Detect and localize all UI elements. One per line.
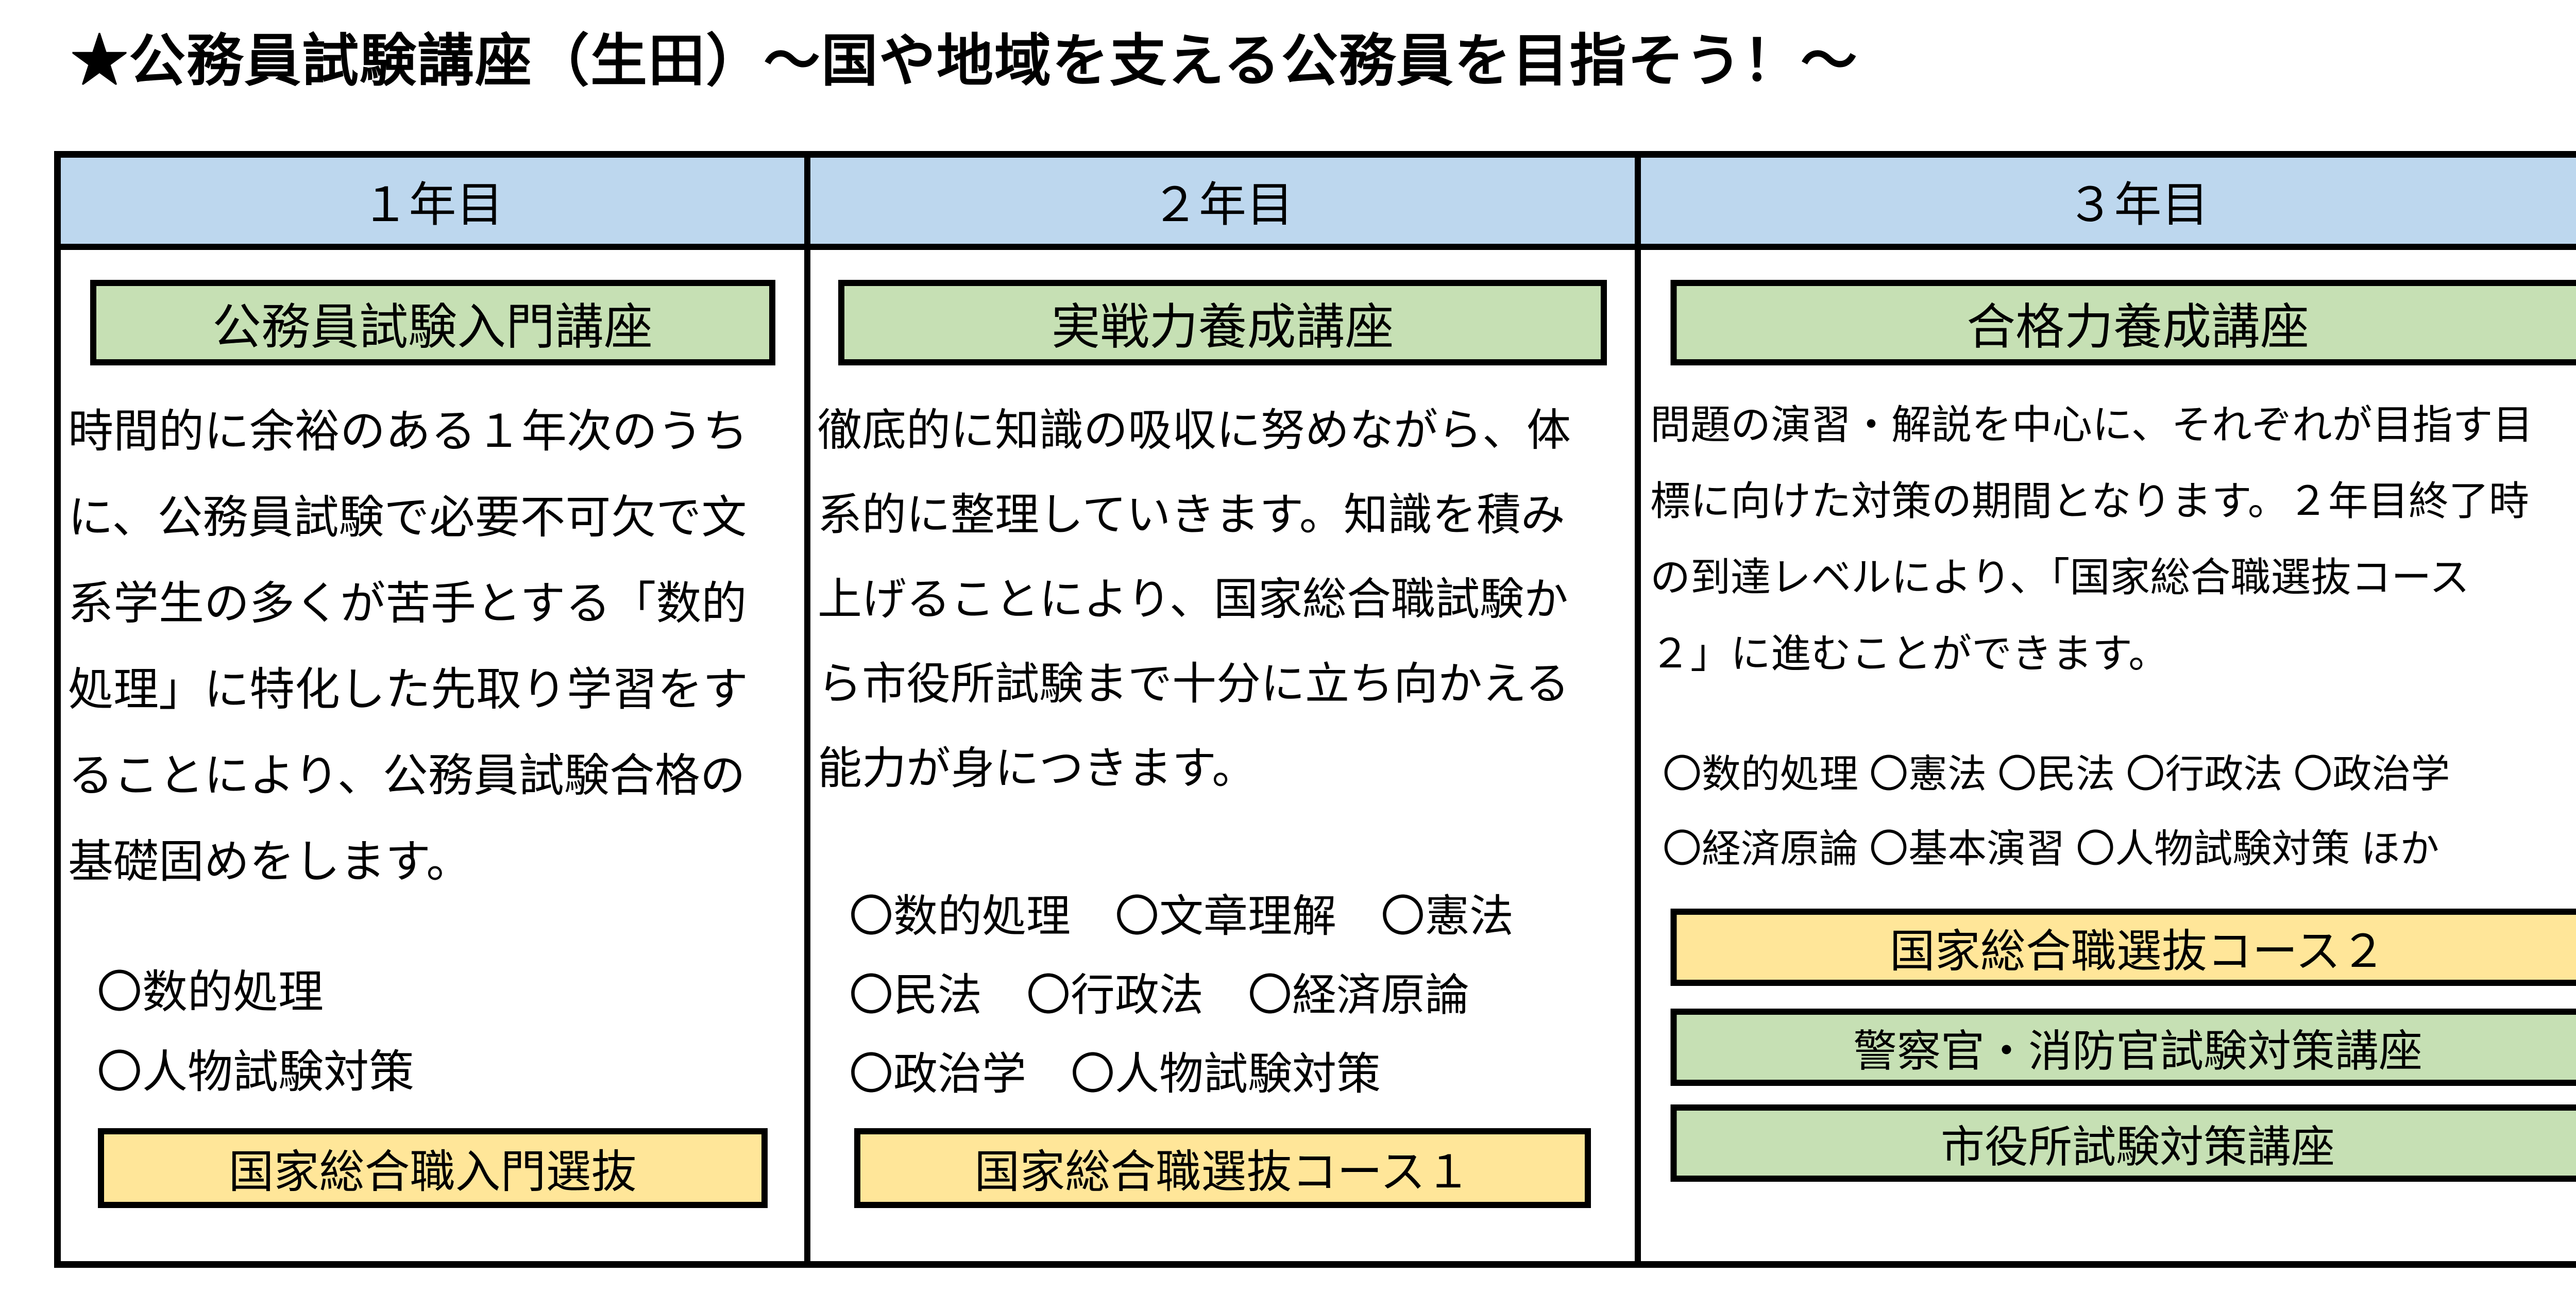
- year3-selection-box: 国家総合職選抜コース２: [1670, 909, 2576, 986]
- year3-course-title-box: 合格力養成講座: [1670, 280, 2576, 365]
- year2-course-title-box: 実戦力養成講座: [838, 280, 1607, 365]
- year2-cell: 実戦力養成講座 徹底的に知識の吸収に努めながら、体 系的に整理していきます。知識…: [804, 250, 1635, 1261]
- year1-course-title-box: 公務員試験入門講座: [90, 280, 775, 365]
- year2-description: 徹底的に知識の吸収に努めながら、体 系的に整理していきます。知識を積み 上げるこ…: [818, 406, 1571, 793]
- year1-subject-list: 〇数的処理 〇人物試験対策: [97, 966, 415, 1097]
- header-year-3: ３年目: [1635, 158, 2576, 250]
- header-year-2: ２年目: [804, 158, 1635, 250]
- course-timeline-table: １年目 ２年目 ３年目 ４年目 公務員試験入門講座 時間的に余裕のある１年次のう…: [54, 151, 2576, 1268]
- page-title: ★公務員試験講座（生田）～国や地域を支える公務員を目指そう！～: [71, 29, 1858, 93]
- year1-selection-box: 国家総合職入門選抜: [97, 1128, 768, 1208]
- header-year-1: １年目: [61, 158, 804, 250]
- year1-description: 時間的に余裕のある１年次のうち に、公務員試験で必要不可欠で文 系学生の多くが苦…: [68, 406, 749, 887]
- year3-police-fire-box: 警察官・消防官試験対策講座: [1670, 1009, 2576, 1086]
- year1-cell: 公務員試験入門講座 時間的に余裕のある１年次のうち に、公務員試験で必要不可欠で…: [61, 250, 804, 1261]
- year3-subject-list: 〇数的処理 〇憲法 〇民法 〇行政法 〇政治学 〇経済原論 〇基本演習 〇人物試…: [1663, 752, 2450, 871]
- year3-city-hall-box: 市役所試験対策講座: [1670, 1104, 2576, 1182]
- year2-selection-box: 国家総合職選抜コース１: [854, 1128, 1591, 1208]
- year2-subject-list: 〇数的処理 〇文章理解 〇憲法 〇民法 〇行政法 〇経済原論 〇政治学 〇人物試…: [849, 892, 1514, 1099]
- year3-cell: 合格力養成講座 問題の演習・解説を中心に、それぞれが目指す目 標に向けた対策の期…: [1635, 250, 2576, 1261]
- year3-description: 問題の演習・解説を中心に、それぞれが目指す目 標に向けた対策の期間となります。２…: [1650, 402, 2533, 676]
